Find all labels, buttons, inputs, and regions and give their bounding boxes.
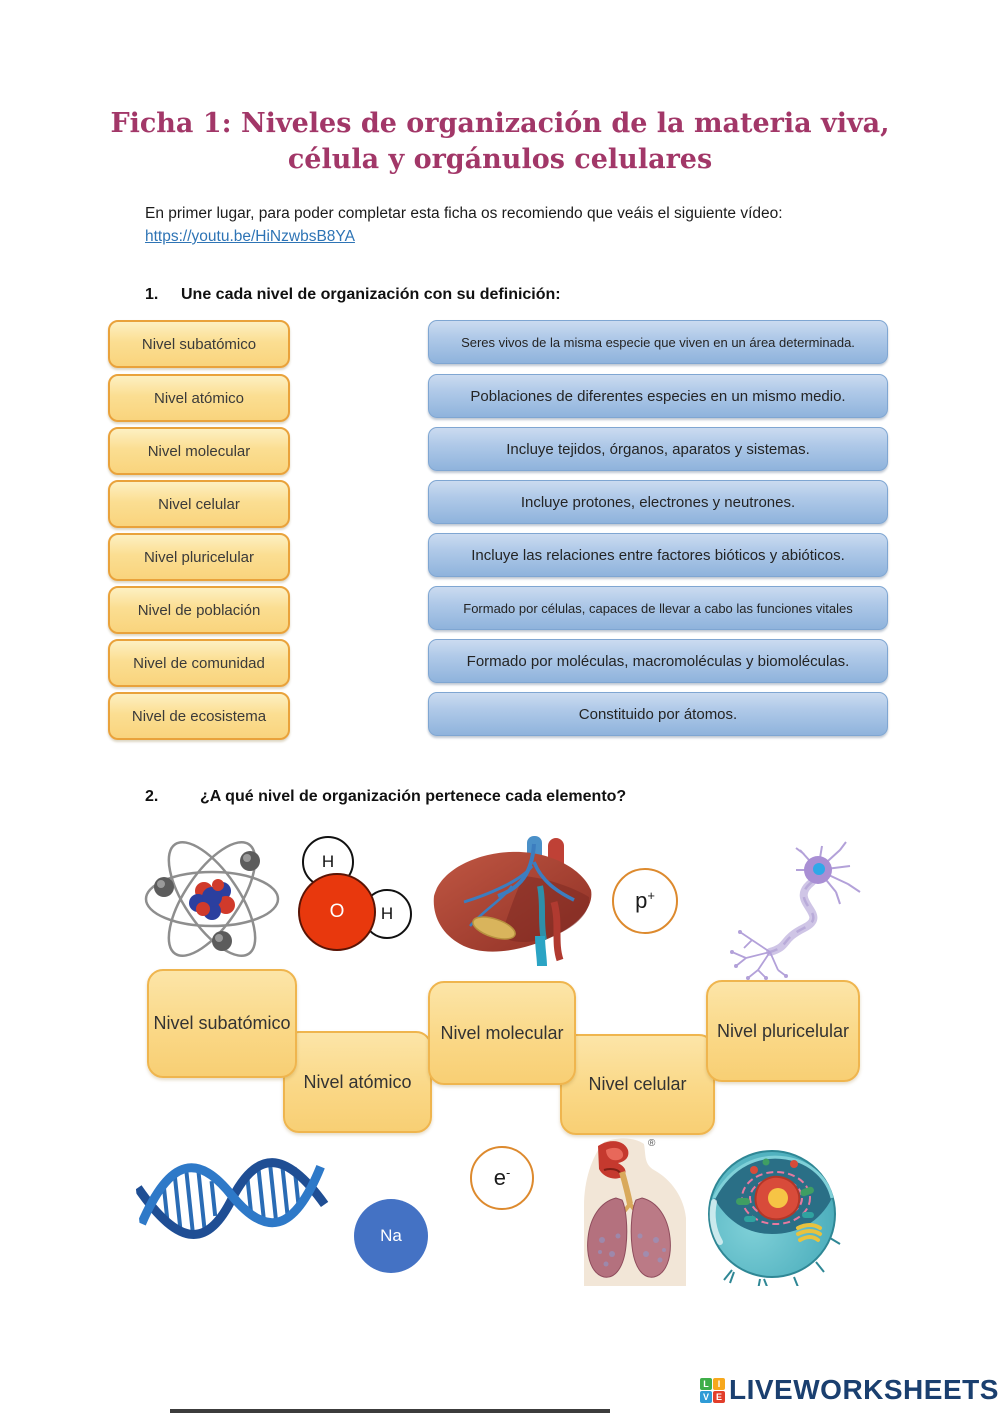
dna-image[interactable] [133,1136,334,1270]
organelles [736,1158,822,1242]
neuron-nucleus [813,863,825,875]
q1-definition-box[interactable]: Formado por células, capaces de llevar a… [428,586,888,630]
q2-number: 2. [145,788,159,805]
liveworksheets-logo-text: LIVEWORKSHEETS [729,1374,999,1405]
registered-trademark: ® [648,1138,656,1149]
q1-definition-box[interactable]: Incluye las relaciones entre factores bi… [428,533,888,577]
liver-red-vessel-front [550,901,564,962]
q1-number: 1. [145,286,159,303]
q1-level-box[interactable]: Nivel molecular [108,427,290,475]
q1-definition-box[interactable]: Constituido por átomos. [428,692,888,736]
liveworksheets-logo: L I V E LIVEWORKSHEETS [700,1374,999,1406]
atom-nucleus [189,879,235,920]
q2-prompt: ¿A qué nivel de organización pertenece c… [200,788,627,805]
q1-definition-box[interactable]: Seres vivos de la misma especie que vive… [428,320,888,364]
nasal-cavity [598,1141,629,1179]
proton-letter: p [635,888,648,913]
q2-label-box[interactable]: Nivel subatómico [147,969,297,1078]
atom-image[interactable] [140,833,285,968]
neuron-image[interactable] [718,840,863,980]
page-title-line2: célula y orgánulos celulares [287,144,713,175]
dna-strand-b [137,1163,325,1228]
water-molecule-image[interactable]: H H O [296,836,421,951]
q2-label-box[interactable]: Nivel atómico [283,1031,432,1133]
q1-level-box[interactable]: Nivel subatómico [108,320,290,368]
logo-square-l: L [700,1377,712,1390]
q1-level-box[interactable]: Nivel atómico [108,374,290,422]
cell-cut-rim [712,1155,834,1199]
q2-label-box[interactable]: Nivel molecular [428,981,576,1085]
q1-prompt: Une cada nivel de organización con su de… [181,286,561,303]
q2-label-box[interactable]: Nivel pluricelular [706,980,860,1082]
gallbladder [472,916,516,940]
dna-rungs [161,1159,312,1235]
q1-definition-box[interactable]: Incluye protones, electrones y neutrones… [428,480,888,524]
q1-level-box[interactable]: Nivel de ecosistema [108,692,290,740]
lungs-image[interactable] [576,1136,698,1286]
electron-letter: e [493,1165,506,1190]
oxygen-atom-circle: O [298,873,376,951]
cell-image[interactable] [702,1146,848,1286]
liveworksheets-logo-icon: L I V E [700,1377,725,1403]
neuron-terminal-tips [730,930,788,980]
page-edge-line [170,1409,610,1413]
logo-square-v: V [700,1390,712,1403]
logo-square-e: E [713,1390,725,1403]
intro-text: En primer lugar, para poder completar es… [145,205,783,222]
electron-symbol[interactable]: e- [470,1146,534,1210]
q1-definition-box[interactable]: Incluye tejidos, órganos, aparatos y sis… [428,427,888,471]
q1-level-box[interactable]: Nivel de población [108,586,290,634]
liver-right-lobe [501,876,590,943]
liver-blue-vessels [463,843,575,941]
q1-level-box[interactable]: Nivel pluricelular [108,533,290,581]
q2-label-box[interactable]: Nivel celular [560,1034,715,1135]
q1-level-box[interactable]: Nivel de comunidad [108,639,290,687]
left-lung [587,1197,628,1278]
q1-level-box[interactable]: Nivel celular [108,480,290,528]
atom-electrons [154,851,260,951]
q1-definition-box[interactable]: Poblaciones de diferentes especies en un… [428,374,888,418]
nucleolus [768,1188,788,1208]
neuron-terminal-branches [731,931,787,979]
liver-vena-front [535,935,547,967]
sodium-symbol[interactable]: Na [354,1199,428,1273]
liver-image[interactable] [432,836,594,968]
atom-orbits [144,840,280,958]
page-title-line1: Ficha 1: Niveles de organización de la m… [110,108,890,139]
cell-cilia [723,1237,841,1286]
neuron-axon [766,878,818,956]
lung-texture [598,1233,666,1267]
page-title: Ficha 1: Niveles de organización de la m… [0,106,1000,178]
video-link[interactable]: https://youtu.be/HiNzwbsB8YA [145,228,355,245]
cell-highlight [709,1199,723,1245]
proton-symbol[interactable]: p+ [612,868,678,934]
right-lung [630,1197,671,1278]
logo-square-i: I [713,1377,725,1390]
q1-definition-box[interactable]: Formado por moléculas, macromoléculas y … [428,639,888,683]
